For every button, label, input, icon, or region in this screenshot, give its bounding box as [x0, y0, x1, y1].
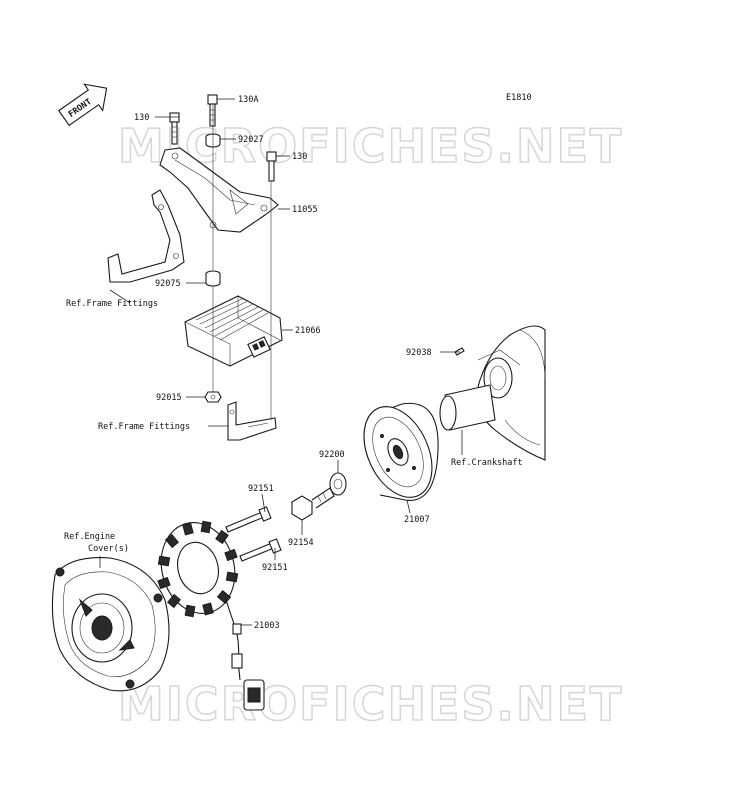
stator-21003 [157, 520, 265, 711]
label-130-right: 130 [292, 152, 307, 162]
bracket-11055 [159, 147, 279, 233]
label-ref-frame-fittings-2: Ref.Frame Fittings [98, 422, 190, 432]
bolt-92154 [291, 487, 335, 521]
label-92200: 92200 [319, 450, 345, 460]
label-ref-crankshaft: Ref.Crankshaft [451, 458, 523, 468]
frame-bracket-lower [227, 401, 277, 441]
label-21003: 21003 [254, 621, 280, 631]
label-11055: 11055 [292, 205, 318, 215]
label-21007: 21007 [404, 515, 430, 525]
label-130a: 130A [238, 95, 258, 105]
label-92027: 92027 [238, 135, 264, 145]
key-92038 [454, 347, 465, 356]
diagram-code: E1810 [506, 93, 532, 103]
front-arrow-icon: FRONT [58, 83, 108, 127]
label-21066: 21066 [295, 326, 321, 336]
engine-cover [51, 557, 170, 692]
frame-bracket-left [107, 189, 185, 283]
bolt-130a [207, 94, 218, 127]
label-130-left: 130 [134, 113, 149, 123]
bolt-92151-bottom [239, 538, 282, 562]
label-ref-engine-line2: Cover(s) [88, 544, 129, 554]
watermark-bottom: MICROFICHES.NET [118, 677, 623, 731]
flywheel-21007 [363, 402, 439, 501]
label-92151-bottom: 92151 [262, 563, 288, 573]
bolt-130-left [169, 112, 180, 145]
damper-92075 [205, 270, 221, 287]
regulator-21066 [184, 295, 283, 367]
label-92075: 92075 [155, 279, 181, 289]
label-ref-engine-line1: Ref.Engine [64, 532, 115, 542]
label-92038: 92038 [406, 348, 432, 358]
label-ref-frame-fittings-1: Ref.Frame Fittings [66, 299, 158, 309]
bolt-130-right [266, 151, 277, 182]
label-92154: 92154 [288, 538, 314, 548]
label-92015: 92015 [156, 393, 182, 403]
label-92151-top: 92151 [248, 484, 274, 494]
nut-92015 [204, 391, 222, 403]
crankshaft [439, 325, 546, 461]
bolt-92151-top [225, 506, 272, 533]
